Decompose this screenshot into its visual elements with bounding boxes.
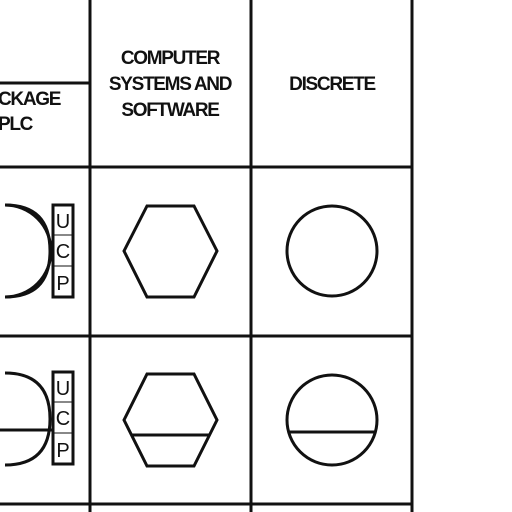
discrete-circle-icon — [285, 204, 379, 298]
header-package-plc: CKAGE PLC — [0, 89, 62, 135]
discrete-circle-lined-icon — [285, 373, 379, 467]
plc-half-circle-icon — [4, 203, 53, 299]
plc-ucp-box — [51, 203, 75, 299]
header-discrete-line1: DISCRETE — [289, 74, 375, 95]
plc-arc-right-icon — [4, 203, 52, 299]
header-computer-line1: COMPUTER — [121, 48, 221, 69]
plc-letter-p-row2: P — [56, 440, 69, 462]
plc-letter-u-row2: U — [56, 378, 70, 400]
header-package-plc-line1: CKAGE — [0, 89, 61, 110]
plc-symbol-row2 — [0, 370, 75, 467]
computer-hexagon-lined-icon — [122, 372, 219, 468]
plc-symbol-row1 — [4, 203, 75, 299]
computer-hexagon-icon — [122, 204, 219, 299]
header-package-plc-line2: PLC — [0, 114, 34, 135]
plc-letter-c-row2: C — [56, 408, 70, 430]
discrete-circle-shape — [285, 373, 379, 467]
table-grid — [0, 0, 414, 512]
header-computer-line2: SYSTEMS AND — [109, 74, 232, 95]
header-discrete: DISCRETE — [289, 74, 377, 95]
plc-letter-c: C — [56, 241, 70, 263]
header-computer-systems: COMPUTER SYSTEMS AND SOFTWARE — [109, 48, 233, 121]
plc-letter-p: P — [56, 273, 69, 295]
plc-ucp-letters-row2: U C P — [56, 378, 70, 462]
computer-hexagon-shape — [122, 372, 219, 468]
header-computer-line3: SOFTWARE — [121, 100, 219, 121]
plc-ucp-box-row2 — [51, 370, 75, 466]
plc-ucp-letters-row1: U C P — [56, 211, 70, 295]
plc-half-circle-lined-icon — [4, 371, 52, 467]
plc-letter-u: U — [56, 211, 70, 233]
